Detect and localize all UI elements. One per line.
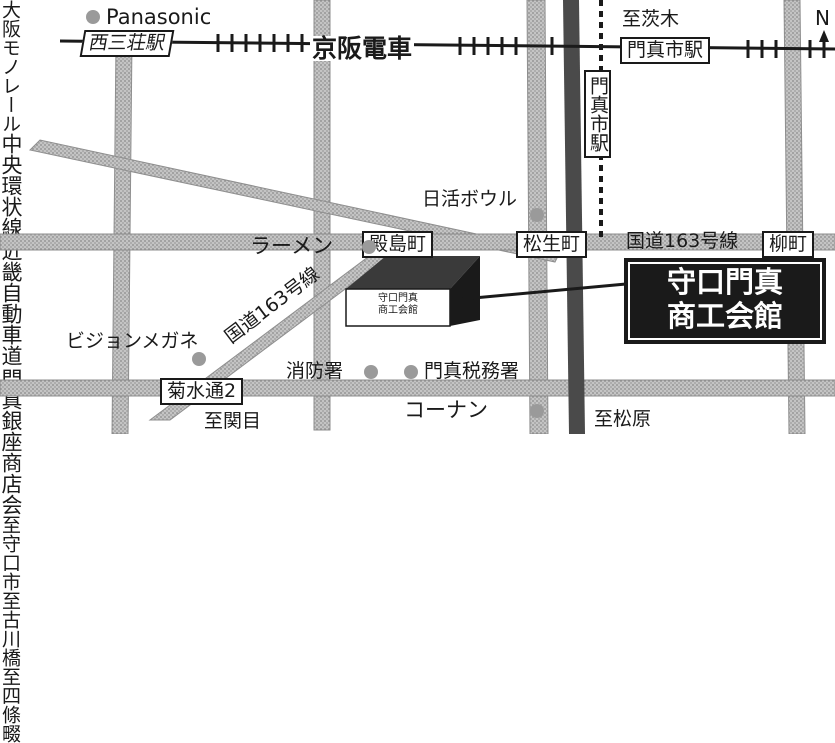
callout-pointer: [451, 282, 627, 302]
landmark-ramen: ラーメン: [250, 234, 334, 258]
landmark-nikkatsu-bowl: 日活ボウル: [422, 188, 518, 210]
building-front: [345, 288, 451, 327]
direction-shijonawate: 至四條畷: [0, 667, 21, 743]
route163-label: 国道163号線: [626, 230, 739, 252]
fire-station-marker-icon: [364, 365, 378, 379]
road-ginza-vertical: [313, 0, 331, 431]
callout-line2: 商工会館: [666, 299, 783, 333]
direction-ibaraki: 至茨木: [622, 8, 680, 30]
keihan-railway-label: 京阪電車: [310, 34, 415, 63]
destination-callout[interactable]: 守口門真 商工会館: [624, 258, 826, 344]
building-roof: [346, 256, 480, 289]
intersection-yanagi: 柳町: [762, 231, 815, 258]
landmark-vision-megane: ビジョンメガネ: [66, 330, 199, 352]
landmark-panasonic: Panasonic: [106, 5, 212, 29]
station-kadomashi[interactable]: 門真市駅: [620, 37, 711, 64]
road-kinki-expressway: [563, 0, 585, 434]
ramen-marker-icon: [362, 240, 376, 254]
konan-marker-icon: [530, 404, 544, 418]
intersection-matsuo: 松生町: [516, 231, 588, 258]
station-kadomashi-monorail[interactable]: 門真市駅: [584, 70, 611, 158]
kikusui-label: 菊水通2: [160, 378, 244, 405]
building-label-line2: 商工会館: [378, 305, 418, 316]
building-side: [450, 256, 480, 326]
monorail-label: 大阪モノレール: [0, 0, 21, 133]
north-label: N: [815, 6, 830, 30]
kinki-expressway-label: 近畿自動車道: [0, 238, 23, 368]
panasonic-marker-icon: [86, 10, 100, 24]
keihan-rail-line: [59, 39, 835, 51]
vision-megane-marker-icon: [192, 352, 206, 366]
north-arrow-icon: [819, 30, 829, 42]
rail-ties: [216, 34, 826, 58]
station-nishisanso[interactable]: 西三荘駅: [79, 30, 175, 57]
direction-moriguchi: 至守口市: [0, 515, 21, 591]
building-label: 守口門真 商工会館: [350, 293, 446, 317]
callout-line1: 守口門真: [666, 265, 783, 299]
direction-matsubara: 至松原: [594, 408, 652, 430]
landmark-tax-office: 門真税務署: [424, 360, 520, 382]
building-label-line1: 守口門真: [378, 293, 418, 304]
road-right-vertical: [783, 0, 806, 434]
tax-office-marker-icon: [404, 365, 418, 379]
nikkatsu-marker-icon: [530, 208, 544, 222]
direction-furukawabashi: 至古川橋: [0, 591, 21, 667]
chuo-kanjo-label: 中央環状線: [0, 133, 23, 238]
landmark-fire-station: 消防署: [286, 360, 344, 382]
landmark-konan: コーナン: [404, 398, 488, 422]
direction-sekime: 至関目: [204, 410, 262, 432]
road-kikusui: [0, 379, 835, 397]
